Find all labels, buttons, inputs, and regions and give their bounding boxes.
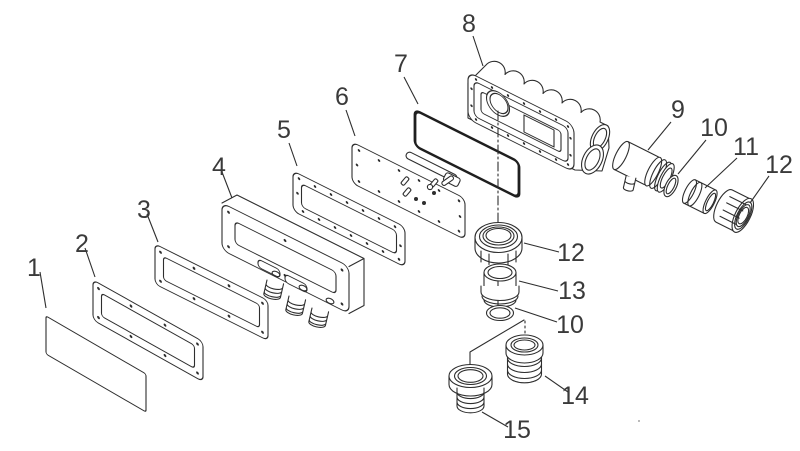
callout-leader-14-15 — [544, 375, 569, 393]
part-13-insert — [480, 263, 520, 308]
callout-label-8-7: 8 — [462, 10, 476, 38]
callout-leader-6-5 — [345, 109, 356, 137]
callout-leader-12-12 — [523, 242, 560, 253]
callout-leader-8-7 — [472, 35, 484, 67]
callout-label-2-1: 2 — [75, 230, 89, 258]
boss-hole — [298, 284, 308, 292]
part-3-gasket — [154, 245, 269, 340]
part-2-gasket — [92, 281, 204, 381]
callout-leader-9-8 — [647, 121, 672, 151]
callout-label-9-8: 9 — [671, 96, 685, 124]
threaded-port — [308, 307, 330, 328]
bolt-holes — [159, 250, 264, 334]
callout-label-13-13: 13 — [558, 277, 586, 305]
callout-leader-15-16 — [481, 411, 509, 428]
bolt-holes — [296, 177, 402, 261]
threaded-port — [263, 279, 285, 300]
callout-leader-4-3 — [221, 171, 233, 199]
callout-label-10-14: 10 — [556, 311, 584, 339]
bolt-holes — [97, 286, 199, 375]
part-12-coupling-nut-right — [713, 189, 755, 233]
part-10-o-ring-middle — [485, 304, 515, 322]
callout-leader-7-6 — [403, 76, 419, 105]
housing-flange — [467, 74, 575, 170]
part-11-sleeve — [681, 179, 718, 215]
part-9-hose-connector — [612, 140, 675, 193]
callout-label-15-16: 15 — [503, 416, 531, 444]
callout-leader-1-0 — [39, 271, 47, 309]
callout-label-5-4: 5 — [277, 116, 291, 144]
part-4-manifold-housing — [221, 194, 365, 328]
threaded-port — [285, 295, 307, 316]
callout-leader-3-2 — [146, 213, 159, 243]
part-7-seal-gasket — [413, 110, 521, 198]
callout-leader-2-1 — [84, 247, 96, 278]
nut-facets — [719, 196, 747, 225]
nut-facets — [480, 250, 517, 266]
drain-nipple — [622, 175, 637, 192]
callout-label-12-11: 12 — [765, 151, 793, 179]
callout-leader-10-9 — [677, 139, 707, 175]
callout-label-6-5: 6 — [335, 83, 349, 111]
callout-label-1-0: 1 — [27, 254, 41, 282]
callout-label-12-12: 12 — [557, 239, 585, 267]
anode-pin — [441, 175, 455, 187]
callout-leader-5-4 — [288, 142, 298, 167]
part-12-coupling-nut-middle — [474, 221, 523, 266]
part-10-o-ring-right — [663, 174, 679, 198]
boss-hole — [325, 297, 335, 305]
speck — [638, 420, 640, 422]
part-8-heat-exchanger-housing — [467, 60, 611, 175]
part-15-threaded-fitting — [448, 363, 493, 414]
callout-leader-10-14 — [514, 307, 558, 323]
boss-hole — [271, 270, 281, 278]
part-14-threaded-fitting — [505, 334, 544, 384]
tube-stub — [580, 144, 605, 175]
part-1-end-cover-plate — [45, 316, 147, 412]
part-5-gasket — [292, 172, 406, 266]
callout-label-14-15: 14 — [561, 382, 589, 410]
callout-label-11-10: 11 — [733, 133, 759, 161]
callout-label-4-3: 4 — [212, 153, 226, 181]
callout-leader-13-13 — [518, 280, 559, 292]
anode-bar — [405, 151, 461, 187]
callout-label-7-6: 7 — [394, 50, 408, 78]
bolt-holes — [355, 149, 462, 233]
bolt-holes — [470, 78, 572, 166]
part-6-cover-plate — [351, 143, 466, 238]
screw-cluster — [400, 176, 439, 205]
callout-label-10-9: 10 — [700, 114, 728, 142]
callout-label-3-2: 3 — [137, 196, 151, 224]
callout-leader-11-10 — [704, 157, 738, 189]
callout-leader-12-11 — [749, 175, 770, 204]
